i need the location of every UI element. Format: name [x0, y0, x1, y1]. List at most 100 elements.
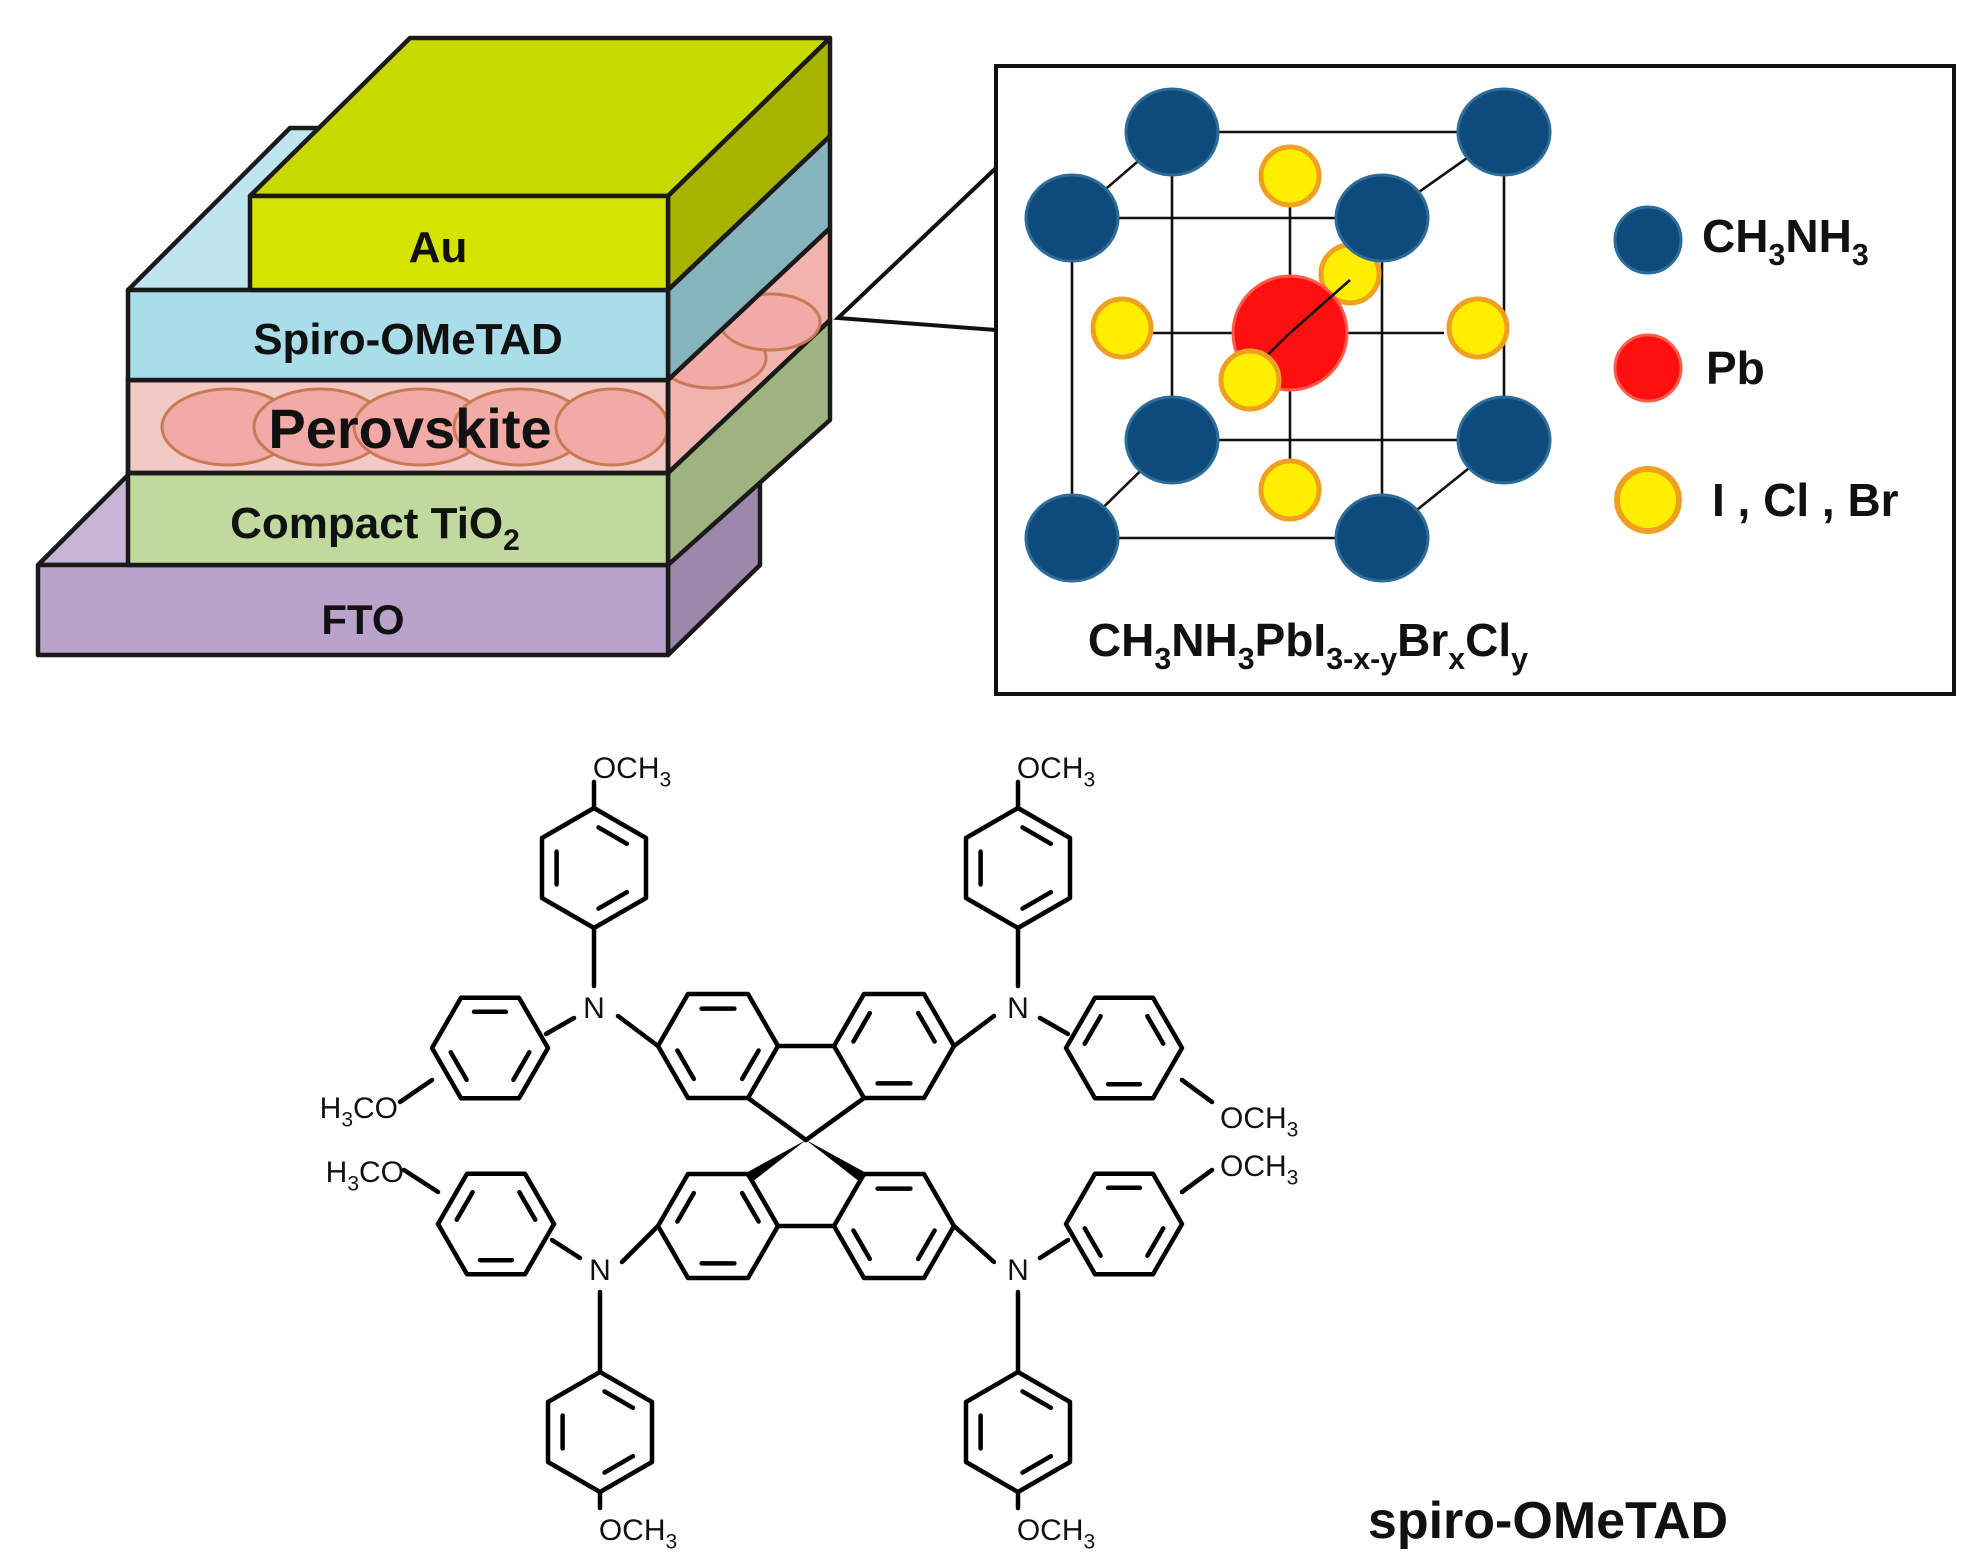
aromatic-double-bond	[517, 1189, 538, 1222]
aromatic-double-bond	[596, 889, 630, 911]
nitrogen-label: N	[1007, 992, 1029, 1025]
aromatic-double-bond	[602, 1453, 636, 1475]
crystal-structure-panel: CH3NH3PbI3-x-yBrxCly CH3NH3 Pb I , Cl , …	[994, 64, 1956, 696]
nitrogen-label: N	[589, 1254, 611, 1287]
aromatic-double-bond	[739, 1190, 761, 1224]
aromatic-double-bond	[675, 1190, 697, 1224]
callout-connector	[833, 166, 998, 332]
aromatic-double-bond	[1020, 1453, 1054, 1475]
aromatic-double-bond	[739, 1048, 761, 1082]
perovskite-grains	[160, 292, 822, 467]
spiro-label: Spiro-OMeTAD	[253, 315, 563, 364]
au-label: Au	[409, 223, 468, 272]
perovskite-label: Perovskite	[268, 397, 551, 460]
cation-atom	[1124, 87, 1220, 177]
aromatic-double-bond	[1145, 1226, 1166, 1259]
methoxy-label: H3CO	[326, 1156, 404, 1195]
benzene-ring	[1063, 1171, 1185, 1277]
n-core-bond	[615, 1013, 661, 1049]
methoxy-bond	[401, 1167, 441, 1195]
cation-atoms-back	[1124, 87, 1552, 485]
fto-label: FTO	[321, 596, 404, 643]
n-phenyl-bond	[1037, 1015, 1071, 1037]
tio2-label: Compact TiO2	[230, 499, 520, 557]
n-core-bond	[951, 1223, 997, 1265]
methoxy-label: OCH3	[1220, 1102, 1298, 1141]
aromatic-double-bond	[1082, 1226, 1103, 1259]
cation-atom	[1334, 493, 1430, 583]
layer-perovskite: Perovskite	[125, 225, 833, 476]
benzene-ring	[435, 1171, 557, 1277]
legend-lead-label: Pb	[1706, 342, 1765, 394]
cation-atom	[1334, 173, 1430, 263]
au-front-face	[247, 193, 671, 293]
legend-cation-swatch	[1613, 205, 1683, 275]
device-layer-stack: FTO Compact TiO2 Perovskite	[35, 35, 833, 658]
aromatic-double-bond	[602, 1389, 636, 1411]
molecule-bonds	[397, 779, 1215, 1511]
aromatic-double-bond	[851, 1010, 873, 1044]
n-core-bond	[951, 1013, 997, 1049]
benzene-ring	[429, 995, 551, 1101]
methoxy-bond	[397, 1077, 435, 1105]
n-phenyl-bond	[543, 1015, 577, 1037]
crystal-legend: CH3NH3 Pb I , Cl , Br	[1613, 205, 1899, 534]
aromatic-double-bond	[915, 1228, 937, 1262]
halide-atom	[1090, 296, 1154, 360]
cation-atoms-front	[1024, 173, 1430, 583]
legend-lead-swatch	[1613, 333, 1683, 403]
wedge-bond	[806, 1140, 868, 1182]
methoxy-label: OCH3	[1017, 1514, 1095, 1553]
aromatic-double-bond	[511, 1050, 532, 1083]
nitrogen-label: N	[1007, 1254, 1029, 1287]
aromatic-double-bond	[1082, 1013, 1103, 1046]
aromatic-double-bond	[454, 1189, 475, 1222]
nitrogen-label: N	[583, 992, 605, 1025]
molecule-caption: spiro-OMeTAD	[1368, 1492, 1728, 1550]
halide-atom	[1446, 296, 1510, 360]
methoxy-label: H3CO	[320, 1092, 398, 1131]
n-phenyl-bond	[1037, 1237, 1071, 1261]
aromatic-double-bond	[675, 1048, 697, 1082]
n-core-bond	[619, 1223, 661, 1265]
legend-halide-swatch	[1614, 466, 1682, 534]
cation-atom	[1024, 173, 1120, 263]
aromatic-double-bond	[1020, 825, 1054, 847]
layer-spiro-ometad: Spiro-OMeTAD	[125, 125, 833, 383]
halide-atom	[1218, 348, 1282, 412]
methoxy-bond	[1179, 1167, 1215, 1195]
spiro-bond	[745, 1095, 809, 1143]
legend-halide-label: I , Cl , Br	[1712, 474, 1899, 526]
aromatic-double-bond	[915, 1010, 937, 1044]
cation-atom	[1456, 87, 1552, 177]
halide-atoms-back	[1090, 144, 1510, 522]
methoxy-bond	[1179, 1077, 1215, 1105]
halide-atom	[1258, 458, 1322, 522]
methoxy-label: OCH3	[593, 752, 671, 791]
aromatic-double-bond	[448, 1050, 469, 1083]
layer-au: Au	[247, 35, 833, 293]
aromatic-double-bond	[1020, 1389, 1054, 1411]
methoxy-label: OCH3	[1017, 752, 1095, 791]
methoxy-label: OCH3	[599, 1514, 677, 1553]
methoxy-label: OCH3	[1220, 1150, 1298, 1189]
perovskite-grain	[554, 387, 670, 467]
spiro-bond	[803, 1095, 867, 1143]
cation-atom	[1124, 395, 1220, 485]
benzene-ring	[1063, 995, 1185, 1101]
wedge-bond	[744, 1140, 806, 1182]
halide-atom	[1258, 144, 1322, 208]
legend-cation-label: CH3NH3	[1702, 210, 1869, 272]
aromatic-double-bond	[596, 825, 630, 847]
crystal-formula: CH3NH3PbI3-x-yBrxCly	[1088, 614, 1528, 676]
aromatic-double-bond	[851, 1228, 873, 1262]
aromatic-double-bond	[1020, 889, 1054, 911]
cation-atom	[1024, 493, 1120, 583]
n-phenyl-bond	[549, 1237, 583, 1261]
lead-bond	[1289, 279, 1351, 334]
cation-atom	[1456, 395, 1552, 485]
aromatic-double-bond	[1145, 1013, 1166, 1046]
